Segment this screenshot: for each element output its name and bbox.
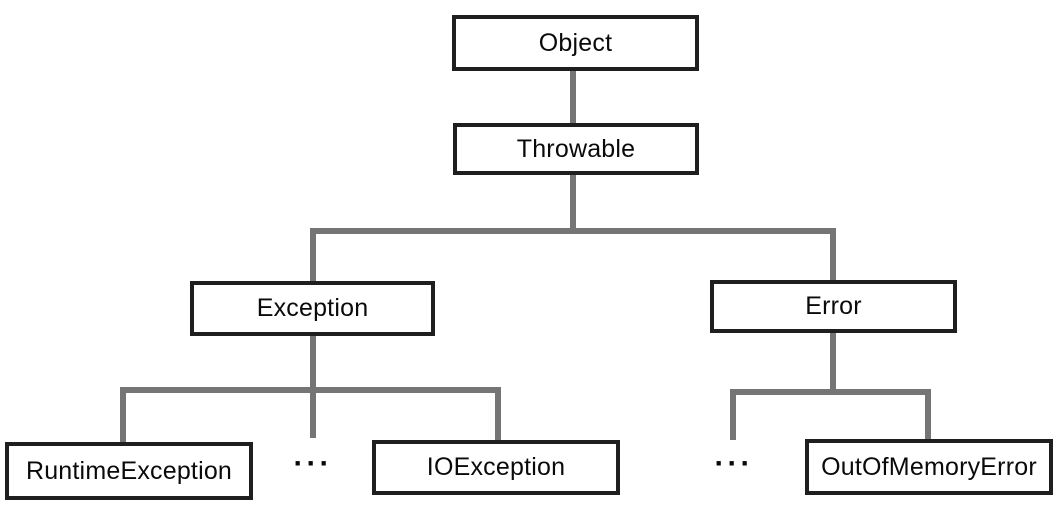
node-object: Object <box>452 15 699 71</box>
node-runtime-exception: RuntimeException <box>5 442 253 500</box>
node-error-label: Error <box>805 292 862 320</box>
node-out-of-memory-error: OutOfMemoryError <box>805 439 1053 495</box>
node-io-exception: IOException <box>372 440 620 495</box>
node-runtime-exception-label: RuntimeException <box>25 456 233 485</box>
error-subclasses-ellipsis: ··· <box>714 447 754 480</box>
node-exception: Exception <box>190 281 435 336</box>
node-out-of-memory-error-label: OutOfMemoryError <box>821 452 1037 481</box>
node-io-exception-label: IOException <box>426 453 566 481</box>
exception-subclasses-ellipsis: ··· <box>293 447 333 480</box>
node-exception-label: Exception <box>256 294 369 322</box>
node-throwable: Throwable <box>453 123 699 175</box>
node-error: Error <box>710 280 957 333</box>
node-throwable-label: Throwable <box>516 134 636 163</box>
node-object-label: Object <box>538 28 613 57</box>
